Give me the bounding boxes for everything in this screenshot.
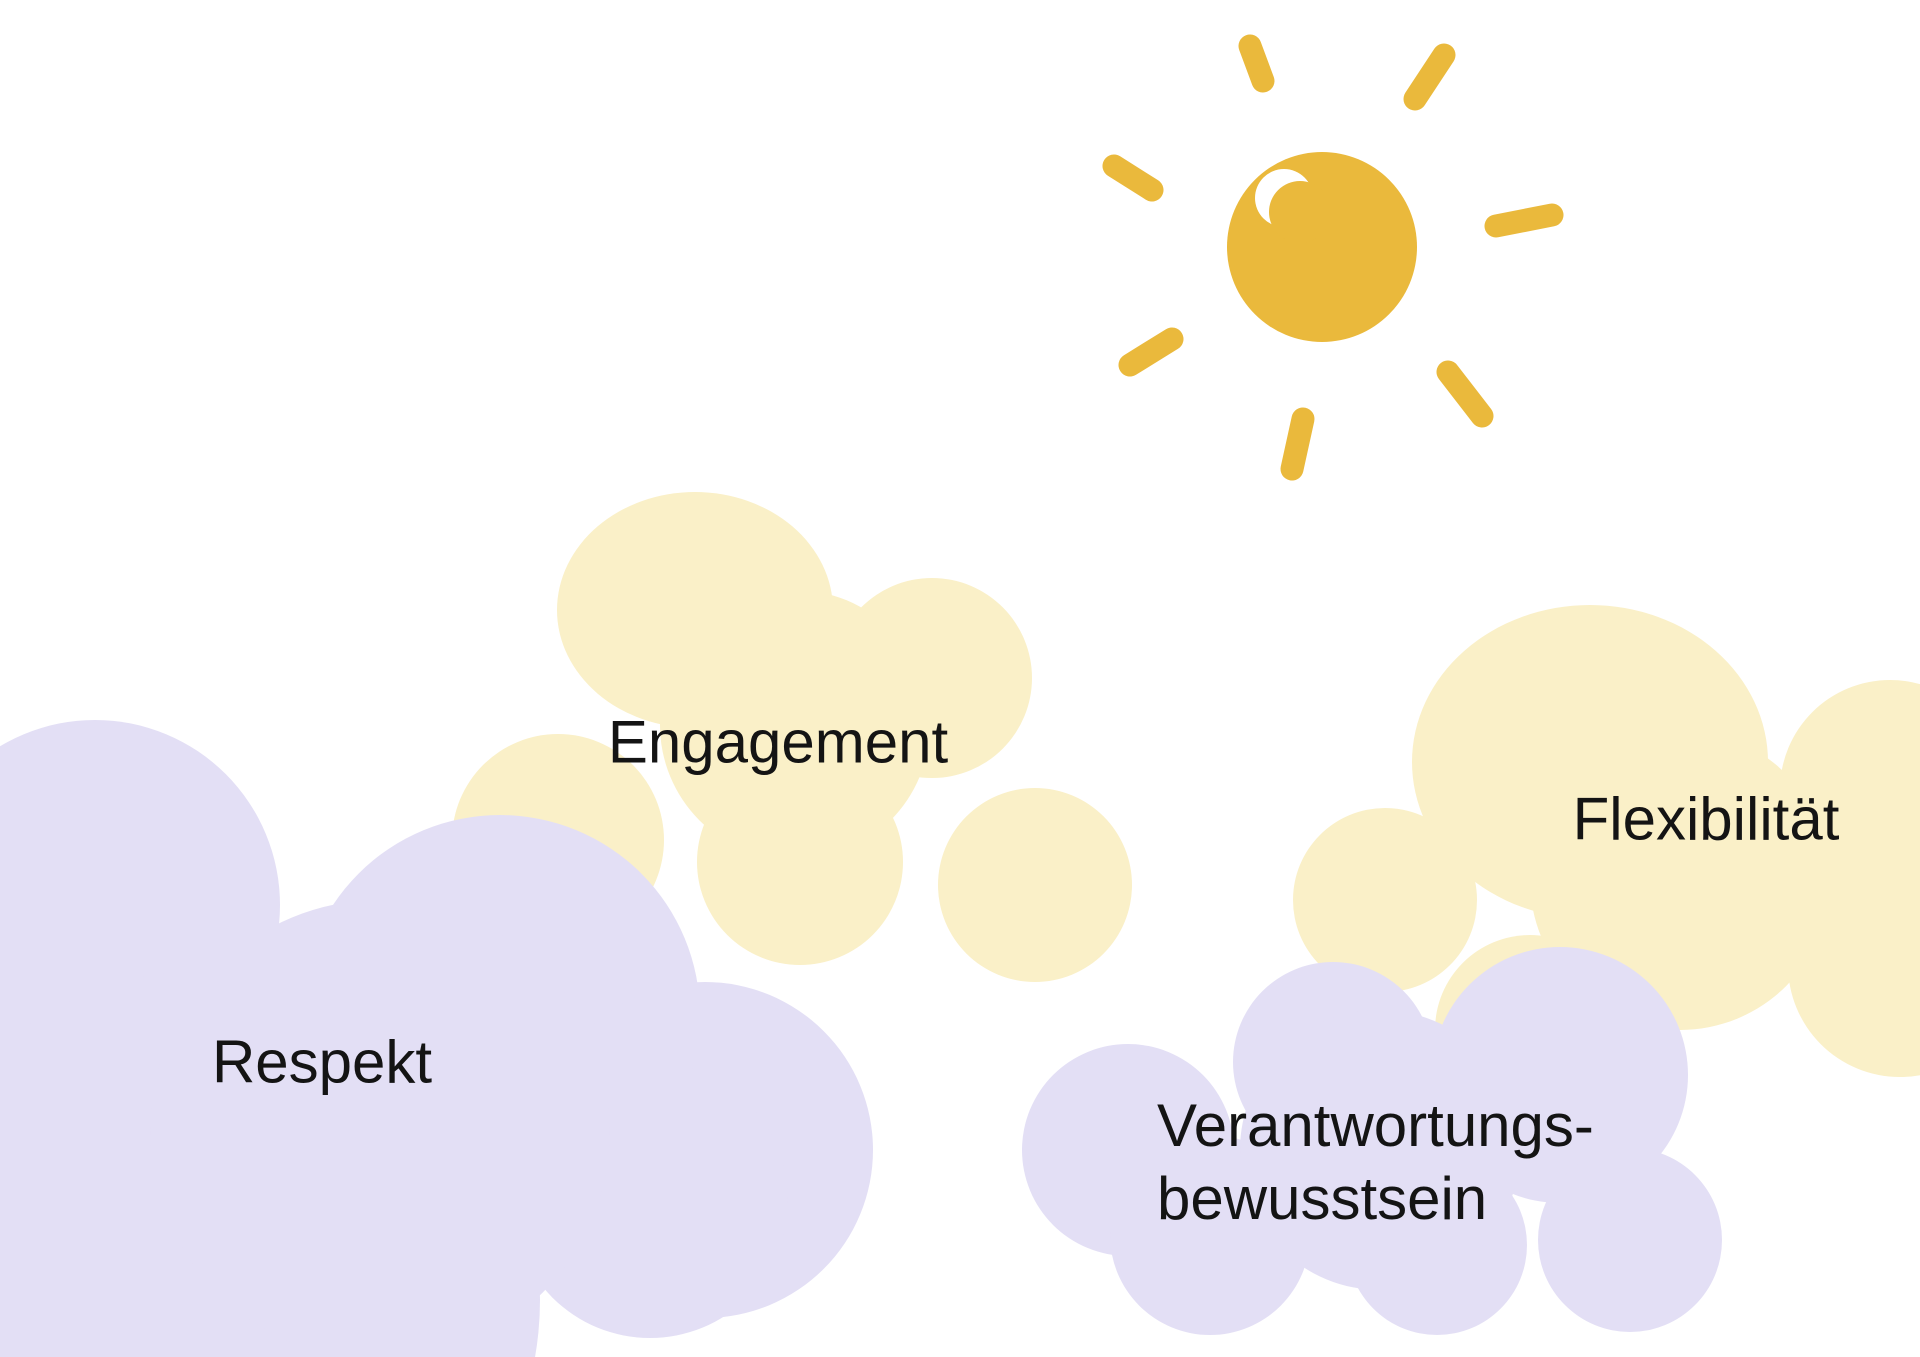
sun-ray [1280,407,1315,481]
cloud-label-engagement: Engagement [607,708,949,776]
sun-highlight-mask [1269,181,1331,243]
sun-icon [1102,34,1564,481]
sun-rays [1102,34,1564,481]
cloud-lobe [1293,808,1477,992]
sun-ray [1403,43,1456,111]
sun-ray [1238,34,1275,93]
cloud-lobe [938,788,1132,982]
sun-disc [1227,152,1417,342]
cloud-lobe [1240,1010,1520,1290]
cloud-label-line-2: bewusstsein [1157,1165,1488,1232]
cloud-label-flexibilitaet: Flexibilität [1572,785,1840,853]
sun-ray [1484,203,1564,238]
sun-ray [1118,327,1184,377]
sun-ray [1102,154,1164,202]
cloud-lobe [1530,730,1830,1030]
cloud-label-respekt: Respekt [211,1028,433,1096]
cloud-label-verantwortungsbewusstsein: Verantwortungs- bewusstsein [1157,1089,1594,1235]
cloud-lobe [1538,1148,1722,1332]
cloud-lobe [660,590,930,860]
cloud-label-line-1: Verantwortungs- [1157,1092,1594,1159]
cloud-verantwortung-shape [1022,947,1722,1335]
sun-ray [1436,360,1494,428]
cloud-lobe [150,900,610,1357]
cloud-respekt-shape [0,720,873,1357]
